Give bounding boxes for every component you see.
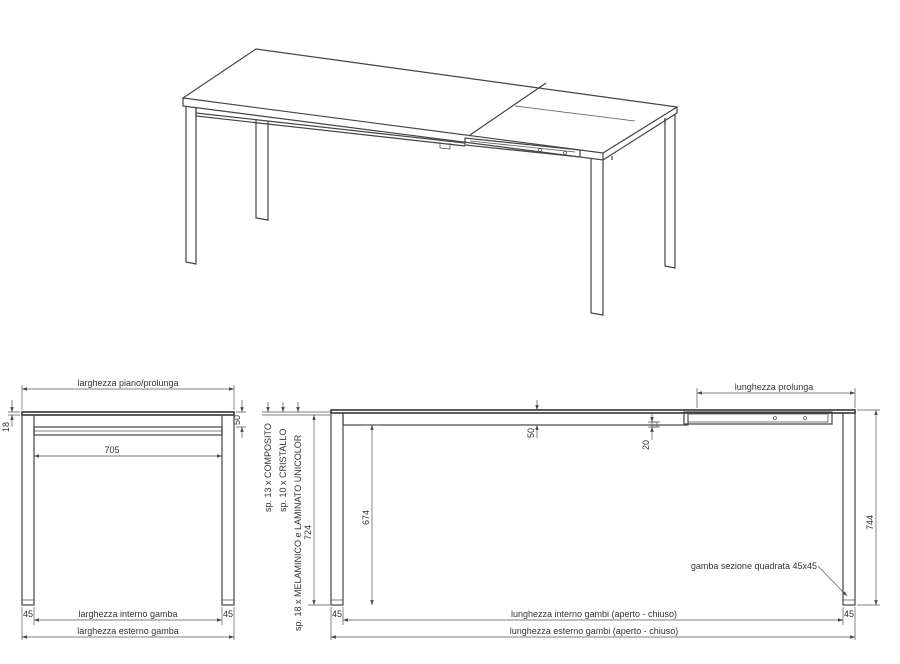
slide-rail <box>464 137 581 158</box>
rail-bolt <box>773 416 777 420</box>
leg-back-right <box>664 114 676 269</box>
side-leg-right <box>221 414 235 606</box>
leg-front-right <box>590 158 604 316</box>
dim-724: 724 <box>303 525 313 540</box>
label-lunghezza-esterno-gambi: lunghezza esterno gambi (aperto - chiuso… <box>510 626 679 636</box>
front-leg-right <box>842 412 856 606</box>
front-view: lunghezza prolunga 50 20 674 744 gamba s… <box>330 382 880 640</box>
dim-45-left-right: 45 <box>223 609 233 619</box>
leg-front-left <box>185 106 197 265</box>
rail-bolt <box>803 416 807 420</box>
label-sp-composito: sp. 13 x COMPOSITO <box>263 423 273 512</box>
label-larghezza-interno-gamba: larghezza interno gamba <box>78 609 177 619</box>
slide-rail-inner <box>469 140 576 153</box>
dim-45-right-right: 45 <box>844 609 854 619</box>
label-lunghezza-interno-gambi: lunghezza interno gambi (aperto - chiuso… <box>511 609 677 619</box>
label-sp-cristallo: sp. 10 x CRISTALLO <box>278 429 288 512</box>
dim-45-left-left: 45 <box>23 609 33 619</box>
dim-744: 744 <box>865 515 875 530</box>
extension-joint-line <box>469 82 547 136</box>
front-leg-left <box>330 412 344 606</box>
extension-surface-line <box>514 105 636 122</box>
dim-50-left: 50 <box>232 415 242 425</box>
side-leg-left <box>21 414 35 606</box>
front-apron <box>342 412 689 426</box>
label-lunghezza-prolunga: lunghezza prolunga <box>735 382 814 392</box>
front-slide-rail-inner <box>687 413 829 423</box>
leg-back-left <box>255 119 269 221</box>
tabletop-front-edge <box>182 98 604 161</box>
rail-bolt <box>538 148 542 152</box>
front-slide-rail <box>683 411 833 425</box>
tabletop-side-edge <box>602 107 678 161</box>
side-tabletop <box>21 411 235 416</box>
dim-705: 705 <box>104 445 119 455</box>
label-sp-melaminico: sp. 18 x MELAMINICO e LAMINATO UNICOLOR <box>293 434 303 631</box>
frame-apron <box>195 108 466 147</box>
dim-20: 20 <box>641 440 651 450</box>
dim-50-right: 50 <box>526 428 536 438</box>
side-view: larghezza piano/prolunga 18 50 705 largh… <box>1 378 246 640</box>
label-larghezza-esterno-gamba: larghezza esterno gamba <box>77 626 179 636</box>
perspective-view <box>181 48 679 316</box>
dim-45-right-left: 45 <box>332 609 342 619</box>
label-gamba-sezione: gamba sezione quadrata 45x45 <box>691 561 817 571</box>
frame-apron-right <box>611 118 666 160</box>
rail-bolt <box>563 151 567 155</box>
dim-18: 18 <box>1 422 11 432</box>
rail-bracket <box>439 142 451 150</box>
thickness-annotations: sp. 13 x COMPOSITO sp. 10 x CRISTALLO sp… <box>262 402 330 631</box>
dim-674: 674 <box>361 510 371 525</box>
label-larghezza-piano: larghezza piano/prolunga <box>77 378 178 388</box>
